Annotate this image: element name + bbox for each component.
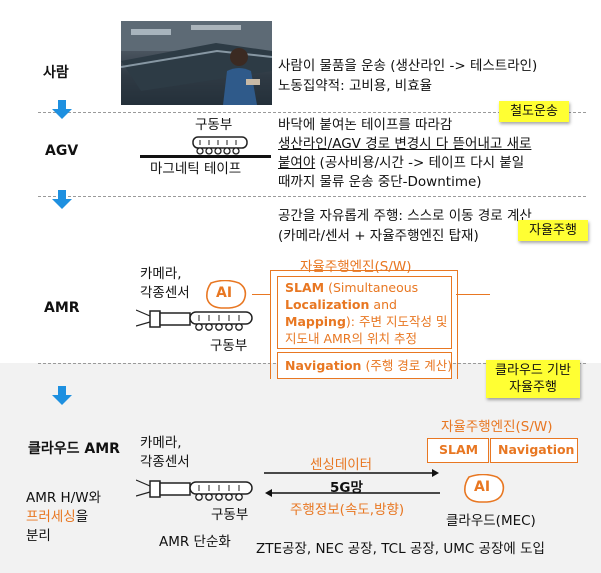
cloud-left-processing: 프러세싱 [26,509,76,525]
amr-camera-label-2: 각종센서 [140,285,190,301]
cloud-nav-text: Navigation [498,442,575,457]
person-desc-line1: 사람이 물품을 운송 (생산라인 -> 테스트라인) [278,58,538,74]
amr-nav-box [277,352,452,379]
down-arrow-icon [52,386,72,405]
cloud-camera-label-2: 각종센서 [140,454,190,470]
down-arrow-icon [52,100,72,119]
cloud-amr-robot-icon [136,479,253,501]
agv-desc-line4: 때까지 물류 운송 중단-Downtime) [278,174,482,190]
cloud-left-line2: 프러세싱을 [26,508,88,527]
amr-slam-and: and [369,297,397,312]
cloud-ai-bubble-icon [464,474,505,503]
engine-left-connector [252,294,270,295]
cloud-drive-label: 구동부 [211,507,249,523]
amr-ai-text: AI [216,285,233,301]
agv-drive-unit-icon [192,136,248,155]
engine-right-connector [456,294,490,295]
agv-desc-line3-underlined: 붙여야 [278,155,316,171]
amr-robot-icon [136,309,253,331]
sticky-note-railway: 철도운송 [499,101,569,122]
agv-desc-line3: 붙여야 (공사비용/시간 -> 테이프 다시 붙일 [278,154,524,173]
amr-slam-box [277,276,452,349]
amr-slam-line4: 지도내 AMR의 위치 추정 [285,331,417,346]
amr-desc-line2: (카메라/센서 + 자율주행엔진 탑재) [278,228,479,244]
amr-slam-title-rest: (Simultaneous [324,280,419,295]
agv-desc-line3-rest: (공사비용/시간 -> 테이프 다시 붙일 [315,155,525,171]
amr-engine-frame [270,270,458,379]
cloud-mec-label: 클라우드(MEC) [446,513,536,529]
ai-bubble-icon [206,280,247,309]
row-label-cloud-amr: 클라우드 AMR [28,441,120,457]
sticky-cloud-line1: 클라우드 기반 [495,363,571,378]
drive-info-label: 주행정보(속도,방향) [290,502,405,518]
separator-1 [38,112,586,113]
amr-slam-mapping-rest: ): 주변 지도작성 및 [345,314,448,329]
amr-slam-title: SLAM [285,280,325,295]
amr-nav-text: Navigation (주행 경로 계산) [285,357,452,374]
sticky-note-autonomous: 자율주행 [518,220,588,241]
person-desc-line2: 노동집약적: 고비용, 비효율 [278,78,433,94]
cloud-slam-text: SLAM [439,442,479,457]
agv-drive-label: 구동부 [195,117,233,133]
amr-slam-mapping: Mapping [285,314,346,329]
amr-slam-line3: Mapping): 주변 지도작성 및 [285,313,447,330]
sensor-data-label: 센싱데이터 [310,457,373,473]
cloud-adoption-label: ZTE공장, NEC 공장, TCL 공장, UMC 공장에 도입 [256,541,545,557]
amr-slam-line1: SLAM (Simultaneous [285,279,418,296]
cloud-section-background [0,363,601,573]
bidirectional-arrows-icon [264,469,440,497]
amr-nav-title: Navigation [285,358,362,373]
cloud-camera-label-1: 카메라, [140,435,182,451]
amr-desc-line1: 공간을 자유롭게 주행: 스스로 이동 경로 계산 [278,208,532,224]
worker-photo [121,21,272,105]
cloud-slam-box [427,438,489,463]
cloud-left-line3: 분리 [26,528,51,544]
amr-drive-label: 구동부 [210,338,248,354]
cloud-ai-text: AI [474,479,491,495]
cloud-left-particle: 을 [75,509,89,525]
down-arrow-icon [52,190,72,209]
amr-slam-localization: Localization [285,297,370,312]
cloud-left-line1: AMR H/W와 [26,490,102,506]
row-label-amr: AMR [44,300,80,316]
network-5g-label: 5G망 [330,480,363,496]
amr-camera-label-1: 카메라, [140,266,182,282]
sticky-note-cloud: 클라우드 기반 자율주행 [486,360,580,398]
row-label-person: 사람 [43,65,69,81]
amr-slam-line2: Localization and [285,296,397,313]
agv-tape-label: 마그네틱 테이프 [150,161,242,177]
cloud-nav-box [490,438,578,463]
cloud-simplify-label: AMR 단순화 [159,534,231,550]
magnetic-tape-line [140,155,271,158]
row-label-agv: AGV [45,143,79,159]
cloud-engine-title: 자율주행엔진(S/W) [441,419,553,435]
amr-nav-rest: (주행 경로 계산) [361,358,453,373]
amr-engine-title: 자율주행엔진(S/W) [300,259,412,275]
sticky-cloud-line2: 자율주행 [509,380,557,395]
agv-desc-line1: 바닥에 붙여논 테이프를 따라감 [278,117,453,133]
separator-2 [38,196,586,197]
agv-desc-line2: 생산라인/AGV 경로 변경시 다 뜯어내고 새로 [278,136,532,152]
